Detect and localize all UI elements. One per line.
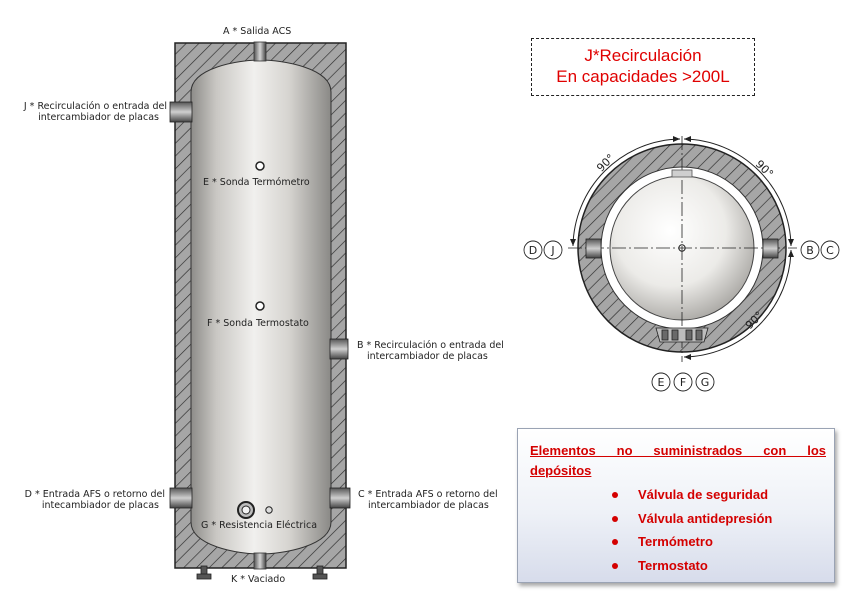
bullet-icon (612, 492, 618, 498)
list-item: Válvula de seguridad (612, 483, 772, 507)
panel-title-line2: depósitos (530, 463, 592, 478)
panel-title: Elementos no suministrados con los depós… (530, 441, 826, 481)
connection-d-nozzle (169, 487, 193, 509)
connection-j-nozzle (169, 101, 193, 123)
not-supplied-panel: Elementos no suministrados con los depós… (517, 428, 835, 583)
list-item-label: Válvula de seguridad (638, 487, 769, 502)
plan-letter-j: J (550, 244, 554, 257)
list-item: Válvula antidepresión (612, 507, 772, 531)
label-c-line2: intercambiador de placas (368, 500, 489, 511)
plan-letter-d: D (529, 244, 537, 257)
bullet-icon (612, 539, 618, 545)
tank-plan-view: 90° 90° 90° D J B C E F G (523, 136, 840, 392)
list-item: Termostato (612, 554, 772, 578)
label-j-line2: intercambiador de placas (38, 112, 159, 123)
label-g-resistencia: G * Resistencia Eléctrica (201, 520, 318, 531)
angle-arc-top-right (683, 138, 792, 247)
bullet-icon (612, 562, 618, 569)
panel-title-line1: Elementos no suministrados con los (530, 443, 826, 458)
label-e-sonda-termometro: E * Sonda Termómetro (203, 177, 310, 188)
connection-b-nozzle (329, 338, 349, 360)
list-item-label: Termostato (638, 557, 708, 573)
label-c-line1: C * Entrada AFS o retorno del (358, 489, 498, 500)
list-item: Termómetro (612, 530, 772, 554)
outlet-a-nozzle (253, 41, 267, 62)
sensor-port-f (255, 301, 265, 311)
plan-left-connection (585, 238, 602, 259)
connection-c-nozzle (329, 487, 351, 509)
label-j-line1: J * Recirculación o entrada del (23, 101, 167, 112)
angle-arc-top-left (572, 138, 681, 247)
angle-arc-bottom-right (683, 249, 792, 358)
label-b-line1: B * Recirculación o entrada del (357, 340, 504, 351)
tank-feet (196, 565, 328, 580)
label-d-line1: D * Entrada AFS o retorno del (24, 489, 165, 500)
plan-bottom-connections (655, 327, 709, 343)
plan-right-connection (762, 238, 779, 259)
panel-list: Válvula de seguridad Válvula antidepresi… (612, 483, 772, 577)
note-line2: En capacidades >200L (556, 67, 730, 86)
recirculation-note: J*Recirculación En capacidades >200L (531, 38, 755, 96)
plan-letter-e: E (658, 376, 665, 389)
label-a-salida-acs: A * Salida ACS (223, 26, 292, 37)
label-b-line2: intercambiador de placas (367, 351, 488, 362)
plan-letter-f: F (680, 376, 686, 389)
label-d-line2: intecambiador de placas (41, 500, 159, 511)
drain-k-nozzle (253, 552, 267, 570)
note-line1: J*Recirculación (584, 46, 702, 65)
label-f-sonda-termostato: F * Sonda Termostato (207, 318, 309, 329)
list-item-label: Termómetro (638, 534, 713, 549)
bullet-icon (612, 515, 618, 522)
plan-top-port (671, 169, 693, 178)
list-item-label: Válvula antidepresión (638, 510, 773, 526)
tank-section-view (169, 41, 351, 580)
plan-letter-g: G (701, 376, 710, 389)
plan-letter-c: C (826, 244, 834, 257)
sensor-port-e (255, 161, 265, 171)
plan-letter-b: B (806, 244, 814, 257)
heater-port-g-small (265, 506, 273, 514)
label-k-vaciado: K * Vaciado (231, 574, 286, 585)
